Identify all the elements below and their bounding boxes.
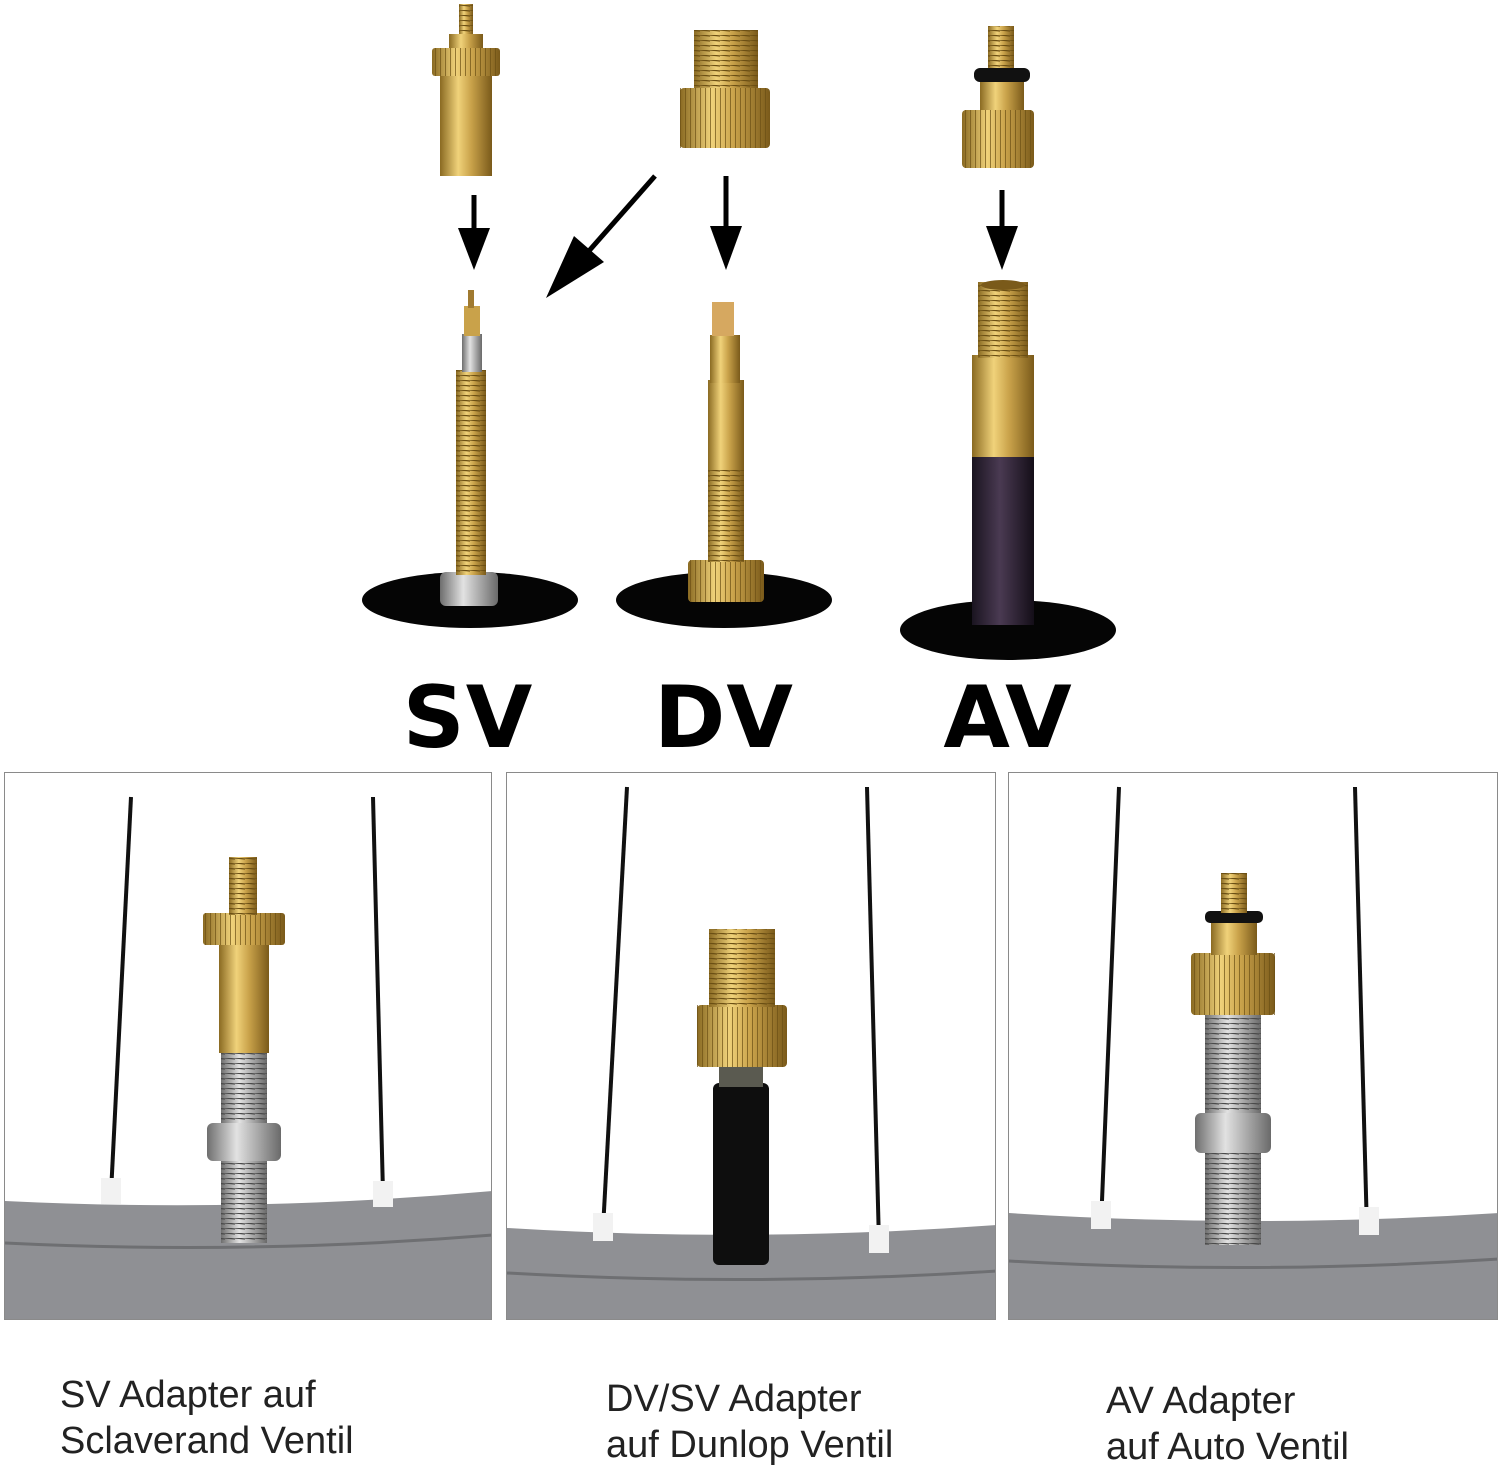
dv-adapter-photo — [506, 772, 996, 1320]
caption-av-line1: AV Adapter — [1106, 1380, 1296, 1422]
caption-av: AV Adapter auf Auto Ventil — [1106, 1378, 1349, 1470]
av-adapter-photo — [1008, 772, 1498, 1320]
sv-label: SV — [402, 668, 534, 768]
av-label: AV — [943, 668, 1073, 768]
arrow-down-icon — [458, 195, 490, 270]
arrow-diagonal-icon — [546, 174, 657, 298]
caption-sv-line1: SV Adapter auf — [60, 1374, 316, 1416]
caption-dv-line1: DV/SV Adapter — [606, 1378, 862, 1420]
arrow-down-icon — [986, 190, 1018, 270]
sv-adapter-icon — [432, 4, 500, 176]
caption-sv-line2: Sclaverand Ventil — [60, 1420, 354, 1462]
caption-sv: SV Adapter auf Sclaverand Ventil — [60, 1372, 354, 1464]
dv-adapter-icon — [680, 30, 770, 148]
dv-valve-icon — [616, 302, 832, 628]
arrow-down-icon — [710, 176, 742, 270]
caption-dv: DV/SV Adapter auf Dunlop Ventil — [606, 1376, 893, 1468]
caption-dv-line2: auf Dunlop Ventil — [606, 1424, 894, 1466]
av-valve-icon — [900, 280, 1116, 660]
dv-label: DV — [654, 668, 794, 768]
caption-av-line2: auf Auto Ventil — [1106, 1426, 1349, 1468]
sv-valve-icon — [362, 290, 578, 628]
sv-adapter-photo — [4, 772, 492, 1320]
av-adapter-icon — [962, 26, 1034, 168]
